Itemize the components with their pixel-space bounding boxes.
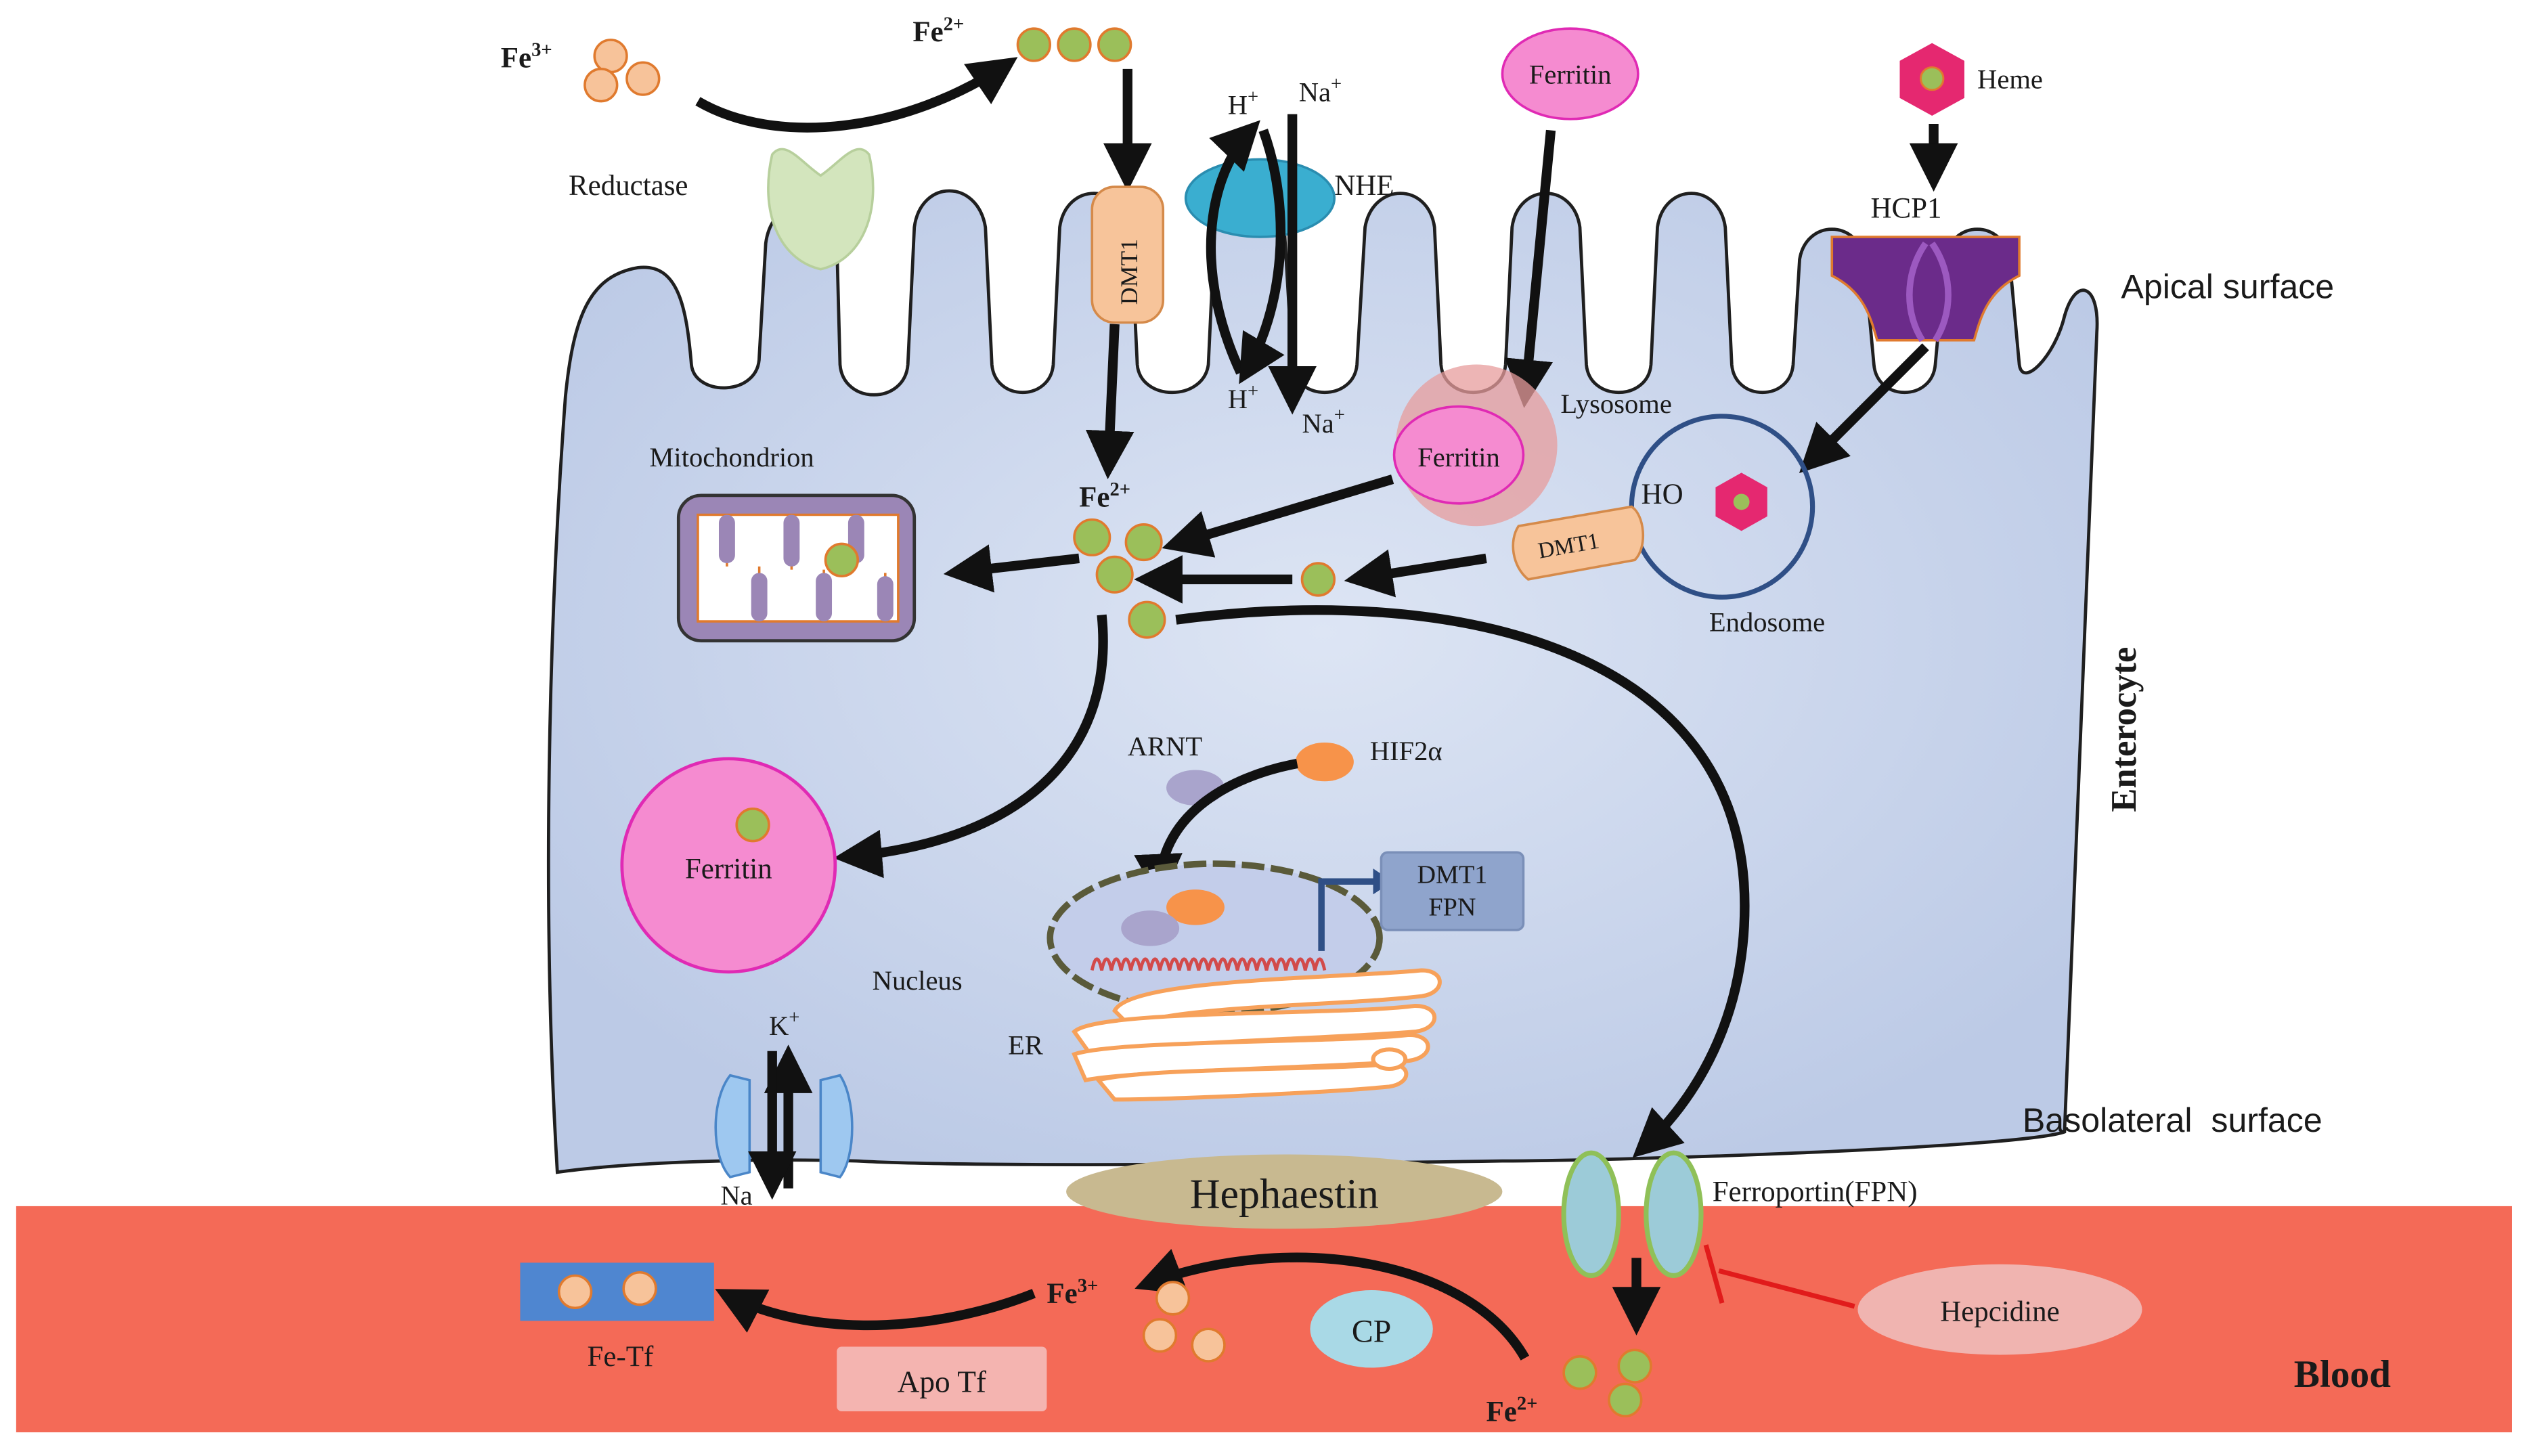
fe-tf-complex <box>520 1262 714 1321</box>
hif2a-protein <box>1295 742 1354 782</box>
fe2-labile-pool <box>1073 518 1166 639</box>
hepcidine <box>1857 1264 2142 1355</box>
lysosome-to-pool-arrow <box>1162 475 1394 558</box>
hepcidine-inhibition-line <box>1718 1268 1855 1309</box>
h-in-arrow <box>1239 129 1286 384</box>
endosome-label: Endosome <box>1709 606 1825 637</box>
reductase-label: Reductase <box>569 170 688 202</box>
oxidation-arrow <box>1135 1249 1530 1361</box>
ferroportin-label: Ferroportin(FPN) <box>1713 1176 1918 1208</box>
ferritin-store-iron <box>735 808 770 843</box>
ferritin-top <box>1501 27 1639 120</box>
cp-label: CP <box>1352 1313 1391 1349</box>
pool-to-ferritin-arrow <box>833 614 1108 879</box>
fe-tf-iron-1 <box>557 1274 593 1310</box>
dmt1-apical-transporter <box>1091 185 1165 324</box>
arnt-label: ARNT <box>1128 731 1203 762</box>
apo-tf-label: Apo Tf <box>898 1365 987 1398</box>
fe2-blood-ions <box>1562 1348 1652 1417</box>
ferritin-top-label: Ferritin <box>1529 59 1612 89</box>
arnt-protein <box>1166 770 1225 806</box>
fe3-top-ions <box>583 39 661 103</box>
na-top-label: Na+ <box>1299 73 1342 108</box>
hcp1-label: HCP1 <box>1871 192 1942 224</box>
heme-label: Heme <box>1977 64 2043 94</box>
ferritin-store <box>620 757 837 974</box>
dmt1-to-pool-arrow <box>1085 324 1135 479</box>
mitochondrion-iron <box>824 542 860 577</box>
h-bottom-label: H+ <box>1228 380 1258 414</box>
na-k-pump-left <box>714 1074 751 1178</box>
apo-tf <box>837 1346 1047 1411</box>
enterocyte-cell <box>546 189 2099 1174</box>
hephaestin <box>1066 1154 1503 1229</box>
fe-tf-label: Fe-Tf <box>588 1341 654 1373</box>
reduction-arrow <box>695 57 1018 133</box>
endoplasmic-reticulum <box>1071 968 1442 1102</box>
blood-label: Blood <box>2294 1353 2391 1396</box>
nucleus-arnt <box>1121 910 1180 946</box>
ferritin-lysosome <box>1392 405 1525 505</box>
hepcidine-inhibition-bar <box>1703 1244 1725 1304</box>
fe2-blood-label: Fe2+ <box>1486 1393 1538 1428</box>
endosome-released-iron <box>1300 562 1336 597</box>
nucleus-label: Nucleus <box>873 965 963 996</box>
transcription-arrow <box>1318 878 1373 951</box>
target-genes-box <box>1380 851 1525 931</box>
endosome-to-iron-arrow <box>1344 549 1487 598</box>
nucleus-hif2a <box>1166 889 1225 925</box>
ferritin-store-label: Ferritin <box>685 853 772 885</box>
lysosome-label: Lysosome <box>1560 389 1672 419</box>
fe-tf-iron-2 <box>622 1271 657 1306</box>
hcp1-to-endosome-arrow <box>1799 343 1929 474</box>
target-dmt1-label: DMT1 <box>1417 861 1487 889</box>
ferroportin-right <box>1644 1150 1704 1279</box>
fe3-blood-label: Fe3+ <box>1047 1275 1098 1310</box>
basolateral-surface-label: Basolateral surface <box>2023 1101 2322 1139</box>
mitochondrion-label: Mitochondrion <box>649 442 814 472</box>
fe3-top-label: Fe3+ <box>501 39 552 74</box>
enterocyte-label: Enterocyte <box>2105 647 2144 812</box>
hif2a-label: HIF2α <box>1370 736 1442 766</box>
pool-to-mitochondrion-arrow <box>943 544 1080 593</box>
ferroportin-left <box>1561 1150 1621 1279</box>
target-fpn-label: FPN <box>1428 893 1476 921</box>
hcp1-transporter <box>1830 236 2021 342</box>
transferrin-binding-arrow <box>715 1289 1036 1333</box>
nhe-label: NHE <box>1334 170 1394 202</box>
reductase-enzyme <box>767 148 875 271</box>
ferritin-lysosome-label: Ferritin <box>1417 442 1500 472</box>
na-k-pump-right <box>819 1074 854 1178</box>
ferritin-endocytosis-arrow <box>1504 129 1556 408</box>
hepcidine-label: Hepcidine <box>1940 1296 2059 1327</box>
h-top-label: H+ <box>1228 86 1258 120</box>
dmt1-apical-label: DMT1 <box>1116 239 1143 305</box>
fe3-blood-ions <box>1142 1281 1226 1363</box>
fe2-center-label: Fe2+ <box>1079 479 1130 514</box>
dna-helix <box>1090 957 1327 971</box>
dmt1-endosome-transporter <box>1512 505 1644 581</box>
h-out-arrow <box>1206 120 1260 375</box>
na-pump-label: Na <box>720 1181 752 1211</box>
apical-surface-label: Apical surface <box>2121 268 2334 306</box>
ho-label: HO <box>1642 479 1683 510</box>
hephaestin-label: Hephaestin <box>1190 1171 1379 1217</box>
pool-to-ferroportin-arrow <box>1175 605 1750 1158</box>
hcp1-channel <box>1906 241 1952 343</box>
fe2-top-label: Fe2+ <box>912 14 964 49</box>
k-label: K+ <box>769 1007 799 1041</box>
heme-iron <box>1920 66 1945 91</box>
ceruloplasmin <box>1310 1289 1433 1368</box>
na-bottom-label: Na+ <box>1302 404 1345 439</box>
fe2-top-ions <box>1016 27 1132 62</box>
er-label: ER <box>1008 1030 1043 1061</box>
endosome-heme-iron <box>1733 493 1750 510</box>
